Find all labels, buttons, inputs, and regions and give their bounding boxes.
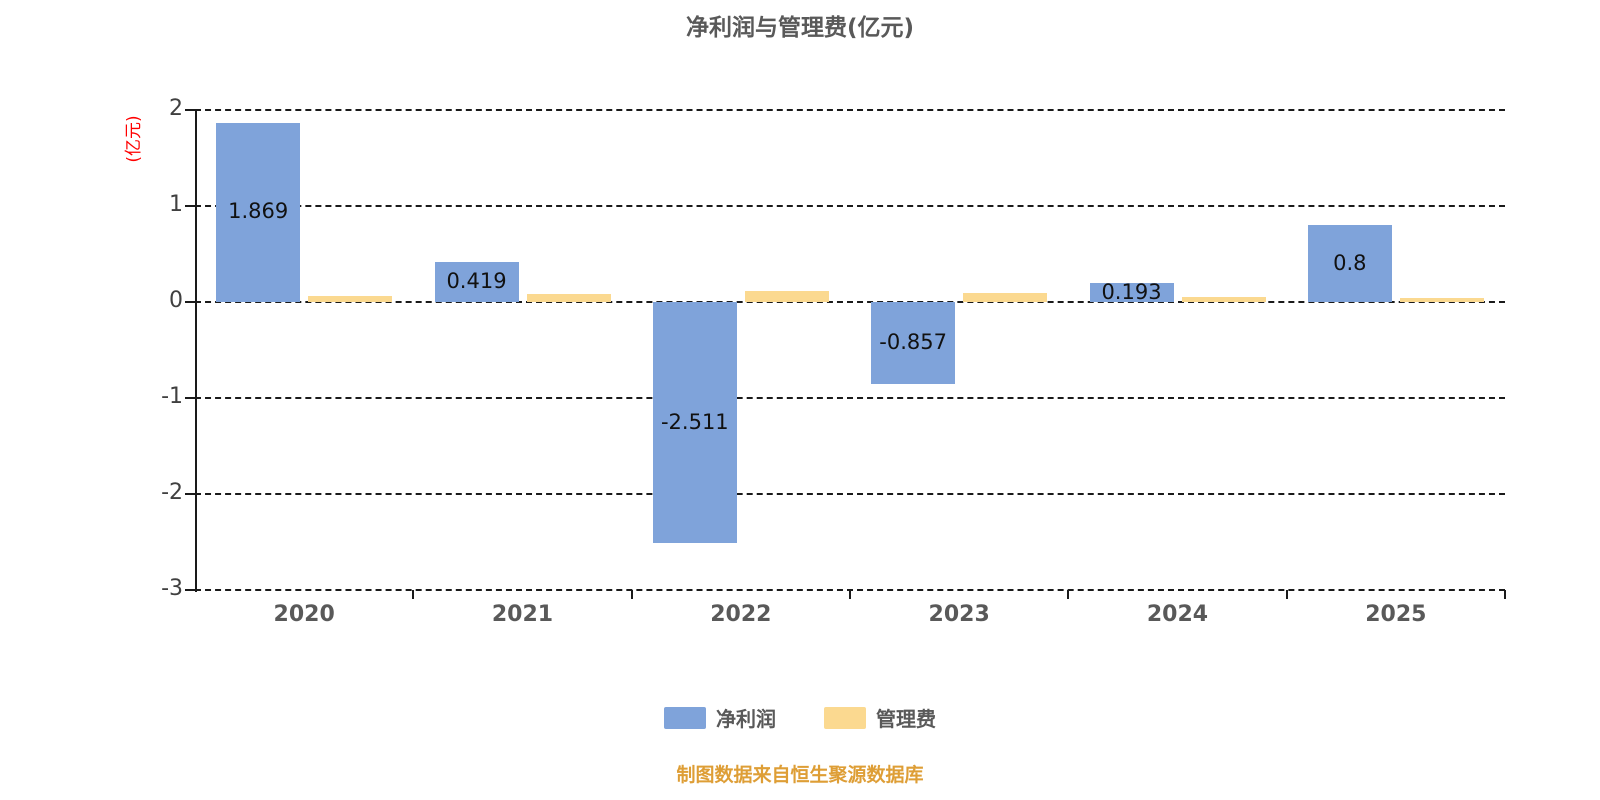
x-tick-mark-4 xyxy=(1067,590,1070,599)
legend-item-mgmt-fee[interactable]: 管理费 xyxy=(824,703,936,732)
data-source-note: 制图数据来自恒生聚源数据库 xyxy=(676,764,924,786)
legend-swatch-mgmt-fee xyxy=(824,706,866,729)
y-tick-mark-0 xyxy=(185,301,195,303)
x-tick-label-2025: 2025 xyxy=(1365,602,1427,627)
bar-net-profit-2023 xyxy=(871,302,956,385)
gridline-y--1 xyxy=(195,397,1505,399)
y-axis-line xyxy=(195,110,197,592)
y-tick-mark--3 xyxy=(185,589,195,591)
y-tick-mark-2 xyxy=(185,109,195,111)
bar-net-profit-2025 xyxy=(1307,225,1392,302)
bar-value-label-2022: -2.511 xyxy=(660,409,729,434)
x-tick-label-2021: 2021 xyxy=(491,602,554,627)
bar-net-profit-2024 xyxy=(1089,283,1174,302)
bar-mgmt-fee-2020 xyxy=(308,296,393,302)
y-tick-label-2: 2 xyxy=(169,96,183,121)
y-tick-label--1: -1 xyxy=(161,384,183,409)
y-tick-mark-1 xyxy=(185,205,195,207)
bar-net-profit-2022 xyxy=(652,302,737,544)
gridline-y--2 xyxy=(195,493,1505,495)
bar-mgmt-fee-2022 xyxy=(744,291,829,302)
y-tick-label--3: -3 xyxy=(161,576,183,601)
x-tick-label-2020: 2020 xyxy=(273,602,335,627)
x-tick-mark-2 xyxy=(630,590,633,599)
bar-value-label-2020: 1.869 xyxy=(228,199,289,224)
x-tick-label-2022: 2022 xyxy=(710,602,772,627)
bar-value-label-2025: 0.8 xyxy=(1333,250,1367,275)
bar-mgmt-fee-2024 xyxy=(1181,297,1266,302)
chart-title: 净利润与管理费(亿元) xyxy=(685,15,915,41)
bar-value-label-2021: 0.419 xyxy=(446,268,507,293)
y-tick-label--2: -2 xyxy=(161,480,183,505)
plot-area: 2 1 0 -1 -2 -3 1.869 2020 0.419 2021 -2.511 2022 -0.… xyxy=(161,96,1506,627)
bar-value-label-2024: 0.193 xyxy=(1101,279,1162,304)
y-tick-mark--2 xyxy=(185,493,195,495)
x-tick-mark-3 xyxy=(849,590,851,599)
legend-label-net-profit: 净利润 xyxy=(716,707,776,731)
bar-mgmt-fee-2025 xyxy=(1399,298,1484,302)
x-tick-label-2023: 2023 xyxy=(928,602,990,627)
y-tick-label-0: 0 xyxy=(169,288,183,313)
gridline-y-2 xyxy=(195,109,1505,111)
bar-net-profit-2020 xyxy=(216,122,301,302)
x-tick-mark-1 xyxy=(412,590,415,599)
x-tick-mark-5 xyxy=(1285,590,1288,599)
x-tick-label-2024: 2024 xyxy=(1146,602,1209,627)
gridline-y-1 xyxy=(195,205,1505,207)
y-tick-mark--1 xyxy=(185,397,195,399)
x-tick-mark-6 xyxy=(1504,590,1506,599)
legend: 净利润 管理费 xyxy=(0,703,1600,732)
bar-value-label-2023: -0.857 xyxy=(879,330,947,355)
legend-swatch-net-profit xyxy=(664,706,706,729)
y-tick-label-1: 1 xyxy=(169,192,183,217)
legend-item-net-profit[interactable]: 净利润 xyxy=(664,703,776,732)
bar-net-profit-2021 xyxy=(434,261,519,302)
bar-mgmt-fee-2021 xyxy=(526,294,611,302)
bar-mgmt-fee-2023 xyxy=(963,293,1048,302)
gridline-y-0 xyxy=(195,301,1505,303)
legend-label-mgmt-fee: 管理费 xyxy=(876,707,936,731)
